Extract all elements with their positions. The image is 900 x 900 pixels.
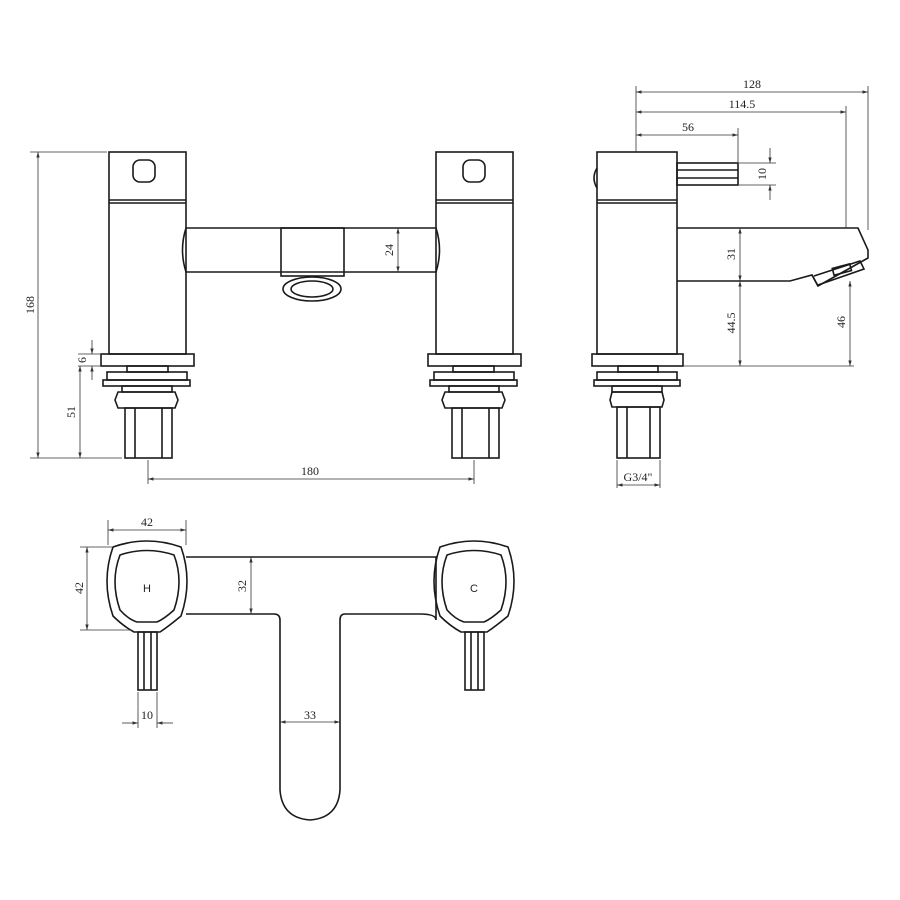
cold-label: C <box>470 583 478 595</box>
front-view <box>100 151 522 459</box>
right-pillar <box>427 151 522 459</box>
front-dimensions <box>30 151 475 484</box>
dim-handle-lever: 10 <box>755 168 769 180</box>
dim-lever-width: 10 <box>141 708 153 722</box>
dim-spout-height: 24 <box>382 244 396 256</box>
left-indicator-icon <box>132 159 156 183</box>
dim-overall-height: 168 <box>23 296 37 314</box>
dim-bridge-width: 32 <box>235 580 249 592</box>
side-view <box>591 151 869 459</box>
dim-outlet-height: 46 <box>834 316 848 328</box>
top-view <box>106 540 515 821</box>
side-lever <box>676 162 739 186</box>
side-spout <box>677 227 869 288</box>
cold-handle <box>433 540 515 691</box>
dim-handle-depth: 42 <box>72 582 86 594</box>
left-pillar <box>100 151 195 459</box>
top-dimensions <box>80 520 340 728</box>
dim-spout-clearance: 44.5 <box>724 313 738 334</box>
dim-projection-spout: 114.5 <box>729 97 756 111</box>
dim-centres: 180 <box>301 464 319 478</box>
dim-spout-width: 33 <box>304 708 316 722</box>
dim-thread: G3/4" <box>624 470 653 484</box>
spout-bridge <box>181 227 441 302</box>
side-dimensions <box>616 86 869 488</box>
dim-handle-width: 42 <box>141 515 153 529</box>
top-body <box>186 556 437 821</box>
dim-shank-length: 51 <box>64 406 78 418</box>
dim-deck-plate: 6 <box>75 357 89 363</box>
hot-label: H <box>143 583 151 595</box>
dim-projection-overall: 128 <box>743 77 761 91</box>
dim-spout-depth: 31 <box>724 248 738 260</box>
hot-handle <box>106 540 188 691</box>
dim-handle-projection: 56 <box>682 120 694 134</box>
right-indicator-icon <box>462 159 486 183</box>
